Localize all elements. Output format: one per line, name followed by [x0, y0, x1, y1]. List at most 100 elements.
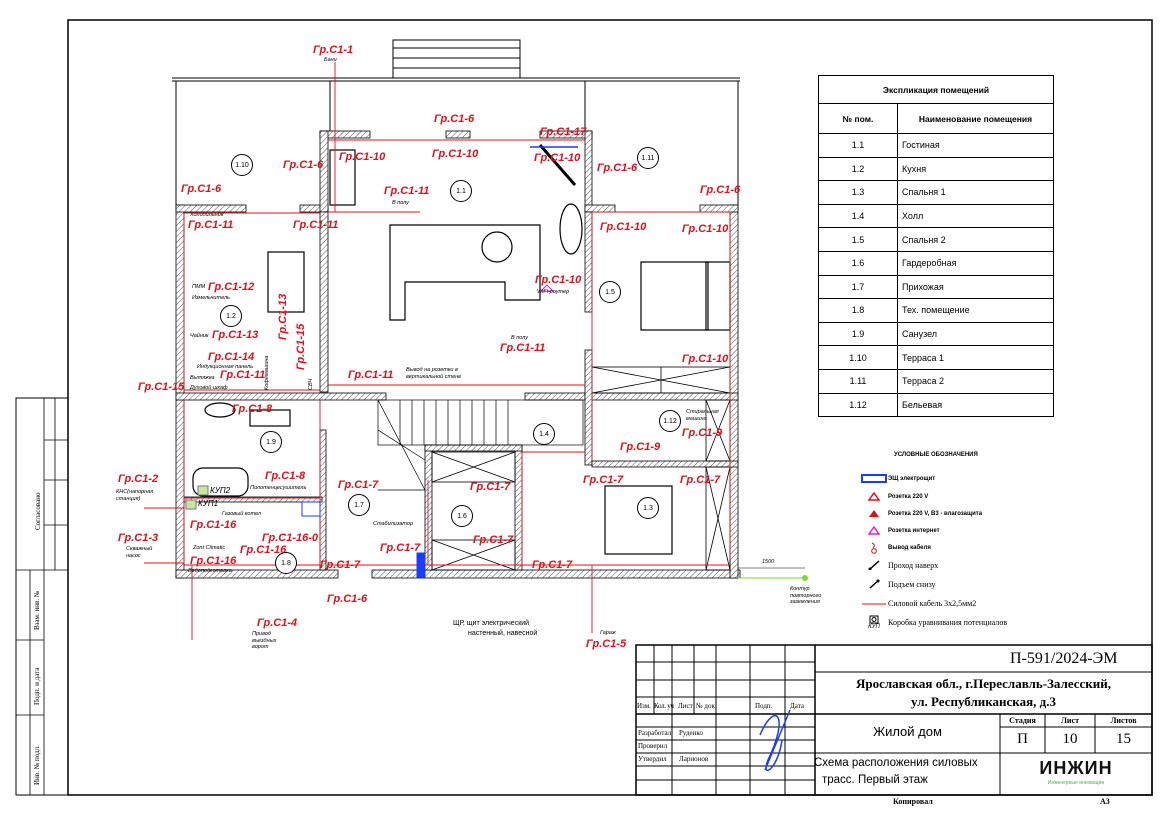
circuit-label: Гр.С1-7	[338, 479, 379, 491]
column-header: Наименование помещения	[897, 103, 1054, 134]
power-cable-icon	[860, 602, 888, 606]
role-name: Ларионов	[679, 755, 709, 763]
circuit-label: Гр.С1-7	[680, 474, 721, 486]
address-line2: ул. Республиканская, д.3	[911, 694, 1056, 709]
tb-header: Лист	[678, 702, 693, 710]
sheets-label: Листов	[1110, 716, 1137, 725]
circuit-label: Гр.С1-10	[535, 274, 582, 286]
circuit-label: Гр.С1-10	[339, 151, 386, 163]
object-name: Жилой дом	[873, 724, 942, 739]
socket-icon	[860, 492, 888, 501]
circuit-label: Гр.С1-1	[313, 44, 354, 56]
tb-header: Дата	[790, 702, 804, 710]
room-number: 1.3	[637, 497, 659, 519]
circuit-label: Гр.С1-7	[380, 542, 421, 554]
circuit-label: Гр.С1-4	[257, 617, 298, 629]
power-cables	[144, 62, 731, 640]
room-number: 1.12	[659, 410, 681, 432]
legend-item: Силовой кабель 3х2,5мм2	[860, 599, 976, 608]
room-number: 1.1	[450, 180, 472, 202]
circuit-label: Гр.С1-5	[586, 638, 627, 650]
circuit-label: Гр.С1-7	[473, 534, 514, 546]
note: Духовой шкаф	[190, 385, 228, 391]
box-label: КУП	[868, 624, 880, 630]
note: КУП2	[210, 486, 231, 495]
tb-header: Подп.	[755, 702, 773, 710]
circuit-label: Гр.С1-6	[327, 593, 368, 605]
note: В полу	[392, 200, 409, 206]
legend-title: УСЛОВНЫЕ ОБОЗНАЧЕНИЯ	[894, 452, 978, 458]
circuit-label: Гр.С1-10	[432, 148, 479, 160]
room-name: Спальня 2	[897, 227, 1054, 252]
circuit-label: Гр.С1-6	[434, 113, 475, 125]
room-name: Санузел	[897, 321, 1054, 347]
room-no: 1.12	[818, 392, 898, 418]
room-no: 1.1	[818, 133, 898, 158]
note: ПММ	[192, 284, 206, 290]
stamp-inv-replace: Взам. инв. №	[33, 590, 41, 630]
circuit-label: Гр.С1-7	[583, 474, 624, 486]
kup2-box-icon	[197, 485, 209, 496]
table-title: Экспликация помещений	[818, 75, 1054, 104]
role-name: Руденко	[679, 729, 703, 737]
circuit-label: Гр.С1-11	[384, 185, 430, 197]
legend-item: ЭЩ электрощит	[860, 474, 935, 483]
wardrobes	[431, 366, 731, 571]
rise-from-below-icon	[860, 579, 888, 589]
legend-label: Силовой кабель 3х2,5мм2	[888, 599, 977, 608]
stamp-sign-date: Подп. и дата	[33, 667, 41, 705]
circuit-label: Гр.С1-13	[212, 329, 259, 341]
legend-label: Вывод кабеля	[888, 545, 931, 551]
circuit-label: Гр.С1-16	[190, 519, 237, 531]
note: Стабилизатор	[373, 521, 414, 527]
circuit-label: Гр.С1-8	[265, 470, 306, 482]
note: Вывод на розетки в вертикальной стене	[406, 367, 462, 380]
logo-subtitle: Инженерные инновации	[1047, 779, 1105, 786]
note: Кофемашина	[264, 355, 270, 391]
legend-item: Подъем снизу	[860, 579, 935, 589]
note: Контур повторного заземления	[790, 586, 822, 606]
role-label: Проверил	[638, 742, 668, 750]
room-name: Тех. помещение	[897, 298, 1054, 323]
circuit-label: Гр.С1-3	[118, 532, 159, 544]
room-number: 1.10	[231, 154, 253, 176]
legend-label: Розетка интернет	[888, 527, 940, 534]
column-header: № пом.	[818, 103, 898, 134]
role-label: Разработал	[638, 729, 672, 737]
circuit-label: Гр.С1-6	[700, 184, 741, 196]
room-number: 1.2	[220, 305, 242, 327]
role-label: Утвердил	[638, 755, 667, 763]
room-no: 1.2	[818, 156, 898, 182]
circuit-label: Гр.С1-16-0	[262, 532, 318, 544]
legend-label: ЭЩ электрощит	[888, 475, 936, 482]
circuit-label: Гр.С1-9	[682, 427, 723, 439]
furniture	[192, 149, 731, 555]
room-number: 1.7	[348, 494, 370, 516]
sheets-value: 15	[1116, 731, 1131, 747]
room-name: Прихожая	[897, 274, 1054, 300]
walls	[175, 130, 741, 579]
circuit-label: Гр.С1-2	[118, 473, 159, 485]
note: Скважный насос	[126, 546, 153, 559]
room-no: 1.5	[818, 227, 898, 252]
circuit-label: Гр.С1-8	[232, 403, 273, 415]
room-no: 1.3	[818, 180, 898, 205]
cable-outlet-icon	[860, 542, 888, 554]
note: ЩР, щит электрический	[453, 620, 530, 627]
tb-header: Изм.	[637, 702, 651, 710]
room-number: 1.4	[533, 423, 555, 445]
distribution-board-icon	[860, 474, 888, 483]
legend-label: Розетка 220 V	[888, 493, 929, 500]
tb-header: Кол. уч	[654, 702, 674, 710]
circuit-label: Гр.С1-7	[470, 481, 511, 493]
legend-item: Проход наверх	[860, 560, 938, 570]
note: КНС(напорная станция)	[116, 489, 154, 502]
circuit-label: Гр.С1-10	[682, 223, 729, 235]
note: Индукционная панель	[197, 364, 254, 370]
socket-waterproof-icon	[860, 509, 888, 518]
note: СВЧ	[308, 378, 314, 390]
